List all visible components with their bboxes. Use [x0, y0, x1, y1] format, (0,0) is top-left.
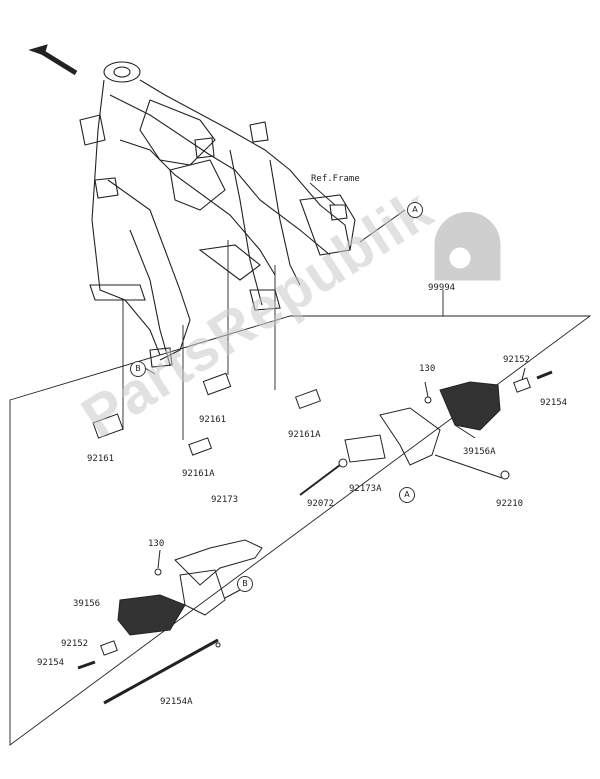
- frame-drawing: [79, 61, 356, 368]
- part-92173a: 92173A: [349, 484, 382, 494]
- part-92072: 92072: [307, 499, 335, 509]
- upper-footrest-assembly: [299, 367, 553, 496]
- part-92161-left: 92161: [87, 454, 115, 464]
- part-130-top: 130: [419, 364, 436, 374]
- kit-outline: [9, 315, 592, 746]
- front-direction-arrow-icon: [28, 44, 78, 76]
- part-92161a-right: 92161A: [288, 430, 321, 440]
- callout-a-bottom: A: [399, 487, 415, 503]
- part-92154-bottom: 92154: [37, 658, 65, 668]
- part-92161a-left: 92161A: [182, 469, 215, 479]
- part-130-bottom: 130: [148, 539, 165, 549]
- part-99994: 99994: [428, 283, 456, 293]
- part-92152-top: 92152: [503, 355, 531, 365]
- part-39156: 39156: [73, 599, 101, 609]
- part-92210: 92210: [496, 499, 524, 509]
- sticker-92161a-right: [294, 388, 322, 410]
- callout-b-left: B: [130, 361, 146, 377]
- sticker-92161a-left: [188, 437, 213, 456]
- callout-a-top: A: [407, 202, 423, 218]
- sticker-92161-left: [92, 413, 124, 439]
- lower-footrest-assembly: [77, 539, 263, 705]
- part-92152-bottom: 92152: [61, 639, 89, 649]
- part-92161-mid: 92161: [199, 415, 227, 425]
- gear-logo-icon: [434, 212, 501, 281]
- leader-lines: [122, 182, 406, 440]
- part-92154-top: 92154: [540, 398, 568, 408]
- part-92154a: 92154A: [160, 697, 193, 707]
- part-39156a: 39156A: [463, 447, 496, 457]
- ref-frame-label: Ref.Frame: [311, 174, 360, 184]
- sticker-92161-mid: [202, 372, 232, 396]
- part-92173: 92173: [211, 495, 239, 505]
- callout-b-bottom: B: [237, 576, 253, 592]
